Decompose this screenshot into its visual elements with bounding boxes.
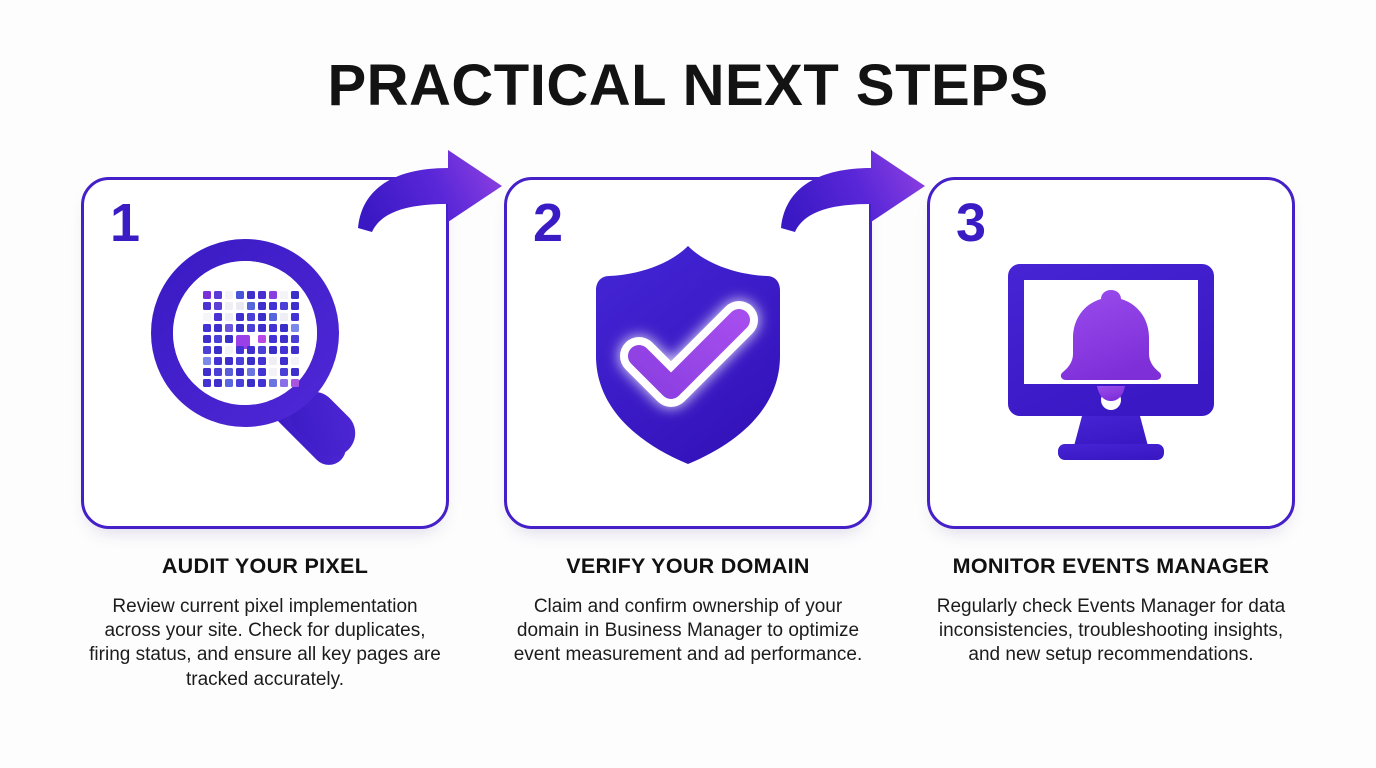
step-body-2: Claim and confirm ownership of your doma… [513,595,863,666]
steps-container: 1 [0,177,1376,692]
step-column-2: 2 [504,177,872,692]
step-card-1[interactable]: 1 [81,177,449,529]
step-column-3: 3 [927,177,1295,692]
step-heading-3: MONITOR EVENTS MANAGER [952,554,1270,578]
step-body-1: Review current pixel implementation acro… [89,595,441,690]
step-number-1: 1 [110,193,140,253]
step-caption-2: VERIFY YOUR DOMAIN Claim and confirm own… [504,554,872,668]
step-column-1: 1 [81,177,449,692]
step-card-2[interactable]: 2 [504,177,872,529]
page-title: PRACTICAL NEXT STEPS [327,53,1049,118]
step-body-3: Regularly check Events Manager for data … [936,595,1286,666]
step-number-2: 2 [533,193,563,253]
step-heading-1: AUDIT YOUR PIXEL [161,554,369,578]
step-number-3: 3 [956,193,986,253]
step-heading-2: VERIFY YOUR DOMAIN [566,554,810,578]
step-caption-1: AUDIT YOUR PIXEL Review current pixel im… [81,554,449,692]
step-caption-3: MONITOR EVENTS MANAGER Regularly check E… [927,554,1295,668]
step-card-3[interactable]: 3 [927,177,1295,529]
